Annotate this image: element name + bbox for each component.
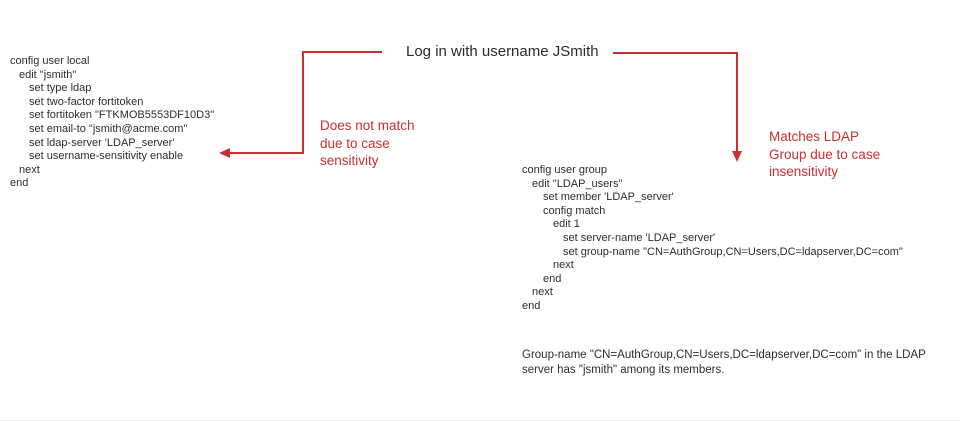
config-line: set server-name 'LDAP_server' xyxy=(563,231,716,244)
config-line: end xyxy=(543,272,562,285)
annotation-line: Group due to case xyxy=(769,146,881,162)
config-line: set type ldap xyxy=(29,82,92,95)
config-line: next xyxy=(553,259,574,272)
annotation-line: due to case xyxy=(320,135,390,151)
config-line: set group-name "CN=AuthGroup,CN=Users,DC… xyxy=(563,245,903,258)
config-line: edit "jsmith" xyxy=(19,68,77,81)
footnote-caption: Group-name "CN=AuthGroup,CN=Users,DC=lda… xyxy=(522,349,926,376)
arrow-left-icon xyxy=(219,148,230,158)
config-line: end xyxy=(522,299,541,312)
config-line: config user local xyxy=(10,55,90,67)
right-config-block: config user group edit "LDAP_users" set … xyxy=(522,164,903,314)
annotation-line: sensitivity xyxy=(320,153,379,168)
config-line: next xyxy=(19,163,40,176)
left-annotation: Does not match due to case sensitivity xyxy=(320,117,415,170)
arrow-down-icon xyxy=(732,151,742,162)
config-line: end xyxy=(10,177,29,190)
right-connector-vertical-segment xyxy=(736,52,738,152)
config-line: set member 'LDAP_server' xyxy=(543,191,674,204)
annotation-line: Does not match xyxy=(320,118,415,133)
left-connector-bottom-segment xyxy=(228,152,304,154)
annotation-line: insensitivity xyxy=(769,164,839,179)
right-annotation: Matches LDAP Group due to case insensiti… xyxy=(769,128,880,181)
right-connector-top-segment xyxy=(613,52,738,54)
config-line: set ldap-server 'LDAP_server' xyxy=(29,136,175,149)
annotation-line: Matches LDAP xyxy=(769,129,860,144)
config-line: next xyxy=(532,286,553,299)
diagram-title: Log in with username JSmith xyxy=(406,43,599,60)
left-connector-top-segment xyxy=(302,51,382,53)
config-line: config user group xyxy=(522,164,607,176)
config-line: set username-sensitivity enable xyxy=(29,150,184,163)
config-line: edit 1 xyxy=(553,218,580,231)
config-line: edit "LDAP_users" xyxy=(532,177,623,190)
left-connector-vertical-segment xyxy=(302,51,304,153)
config-line: set email-to "jsmith@acme.com" xyxy=(29,122,188,135)
config-line: set two-factor fortitoken xyxy=(29,95,144,108)
left-config-block: config user local edit "jsmith" set type… xyxy=(10,55,214,191)
config-line: set fortitoken "FTKMOB5553DF10D3" xyxy=(29,109,215,122)
config-line: config match xyxy=(543,204,606,217)
